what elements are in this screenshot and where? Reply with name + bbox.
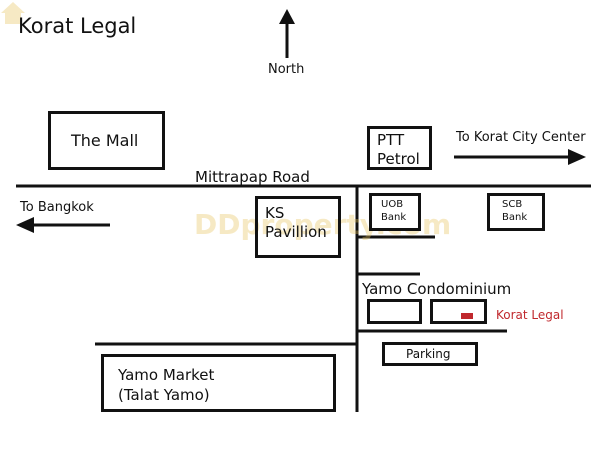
mittrapap-road-label: Mittrapap Road: [195, 168, 310, 186]
north-label: North: [268, 62, 305, 77]
north-arrow-icon: [279, 9, 295, 58]
yamo-market-box: [101, 354, 336, 412]
the-mall-box: [48, 111, 165, 170]
arrow-right-icon: [454, 149, 586, 165]
korat-legal-destination-label: Korat Legal: [496, 308, 564, 322]
pavillion-label: Pavillion: [265, 223, 327, 241]
ptt-label: PTT: [377, 131, 405, 149]
yamo-market-label: Yamo Market: [118, 366, 215, 384]
to-bangkok-label: To Bangkok: [20, 200, 94, 215]
parking-box: [382, 342, 478, 366]
scb-label: SCB: [502, 199, 523, 210]
korat-legal-box: [430, 299, 487, 324]
ks-pavillion-box: [255, 196, 341, 258]
parking-label: Parking: [406, 347, 451, 361]
talat-yamo-label: (Talat Yamo): [118, 386, 210, 404]
scb-bank-label: Bank: [502, 212, 528, 223]
the-mall-label: The Mall: [71, 131, 139, 150]
yamo-condominium-label: Yamo Condominium: [362, 280, 512, 298]
arrow-left-icon: [16, 217, 110, 233]
petrol-label: Petrol: [377, 150, 420, 168]
yamo-building-box: [367, 299, 422, 324]
ks-label: KS: [265, 204, 285, 222]
to-korat-city-label: To Korat City Center: [456, 130, 586, 145]
scb-bank-box: [487, 193, 545, 231]
house-icon: [1, 2, 25, 24]
destination-marker: [461, 313, 473, 319]
map-title: Korat Legal: [18, 14, 137, 38]
uob-label: UOB: [381, 199, 404, 210]
ptt-petrol-box: [367, 126, 432, 170]
uob-bank-label: Bank: [381, 212, 407, 223]
uob-bank-box: [369, 193, 421, 231]
